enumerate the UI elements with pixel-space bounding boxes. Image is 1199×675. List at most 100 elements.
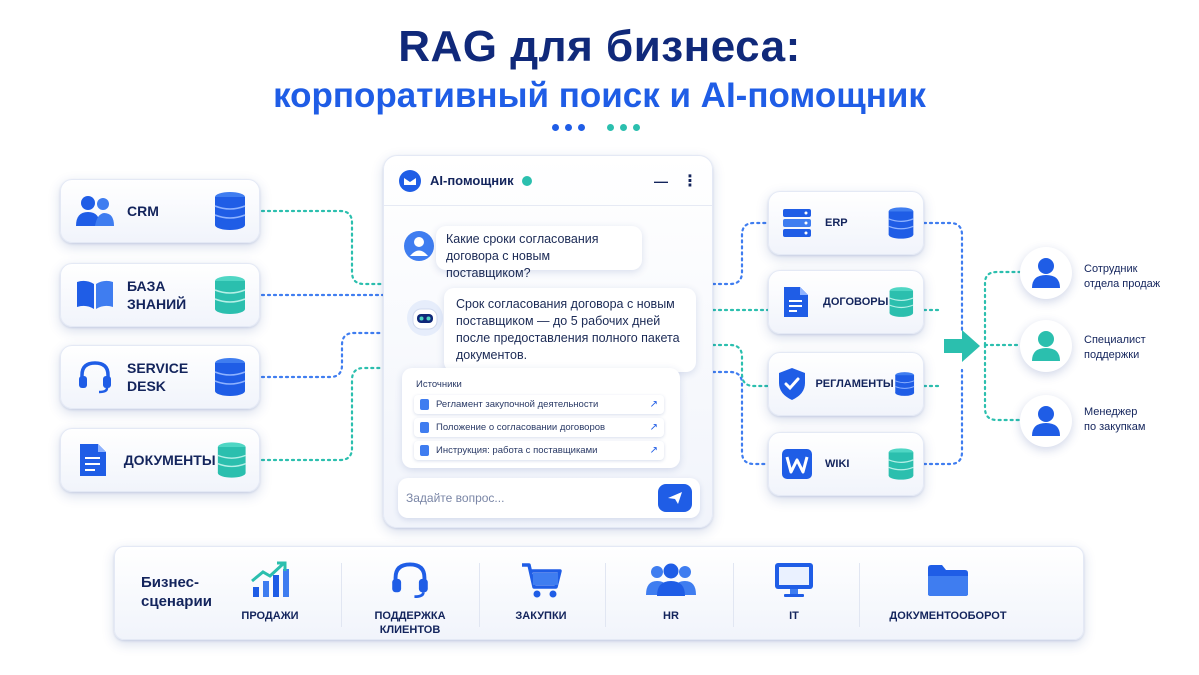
scenario-label: IT [789, 610, 799, 622]
database-icon [217, 442, 246, 478]
scenario-label: HR [663, 610, 679, 622]
wiki-icon [777, 444, 817, 484]
role-avatar-support [1020, 320, 1072, 372]
team-icon [645, 557, 697, 603]
target-label: РЕГЛАМЕНТЫ [815, 378, 894, 390]
assistant-logo-icon [399, 169, 421, 192]
database-icon [214, 358, 246, 396]
users-icon [73, 191, 117, 231]
external-link-icon[interactable]: ↗ [649, 399, 658, 410]
scenario-label: ДОКУМЕНТООБОРОТ [889, 610, 1007, 622]
ai-assistant-window: AI-помощник — ⋮ Какие сроки согласования… [383, 155, 713, 528]
headset-icon [390, 557, 430, 603]
user-avatar-icon [404, 231, 434, 261]
subtitle: корпоративный поиск и AI-помощник [273, 76, 926, 115]
user-question-bubble: Какие сроки согласования договора с новы… [436, 226, 642, 280]
online-status-dot [521, 175, 532, 186]
document-icon [73, 440, 114, 480]
target-card-regulations[interactable]: РЕГЛАМЕНТЫ [768, 352, 924, 416]
role-label: Менеджер по закупкам [1084, 406, 1146, 433]
scenario-hr[interactable]: HR [623, 557, 719, 637]
document-icon [420, 399, 429, 410]
server-icon [777, 203, 817, 243]
database-icon [889, 287, 914, 317]
source-link-row[interactable]: Инструкция: работа с поставщиками ↗ [414, 441, 664, 460]
role-avatar-sales [1020, 247, 1072, 299]
role-avatar-procurement [1020, 395, 1072, 447]
database-icon [888, 448, 914, 480]
document-icon [420, 422, 429, 433]
target-label: ДОГОВОРЫ [823, 296, 889, 308]
monitor-icon [773, 557, 815, 603]
source-link-row[interactable]: Регламент закупочной деятельности ↗ [414, 395, 664, 414]
database-icon [214, 276, 246, 314]
source-card-service-desk[interactable]: SERVICE DESK [60, 345, 260, 409]
external-link-icon[interactable]: ↗ [649, 445, 658, 456]
scenario-label: ПОДДЕРЖКА КЛИЕНТОВ [374, 610, 446, 636]
source-link-text: Инструкция: работа с поставщиками [436, 445, 598, 456]
source-link-text: Регламент закупочной деятельности [436, 399, 599, 410]
headset-icon [73, 357, 117, 397]
send-button[interactable] [658, 484, 692, 512]
divider [859, 563, 860, 627]
document-icon [420, 445, 429, 456]
answer-text: Срок согласования договора с новым поста… [456, 297, 680, 362]
source-label: CRM [127, 203, 159, 219]
chat-header: AI-помощник — ⋮ [384, 156, 712, 206]
robot-avatar-icon [407, 300, 443, 336]
external-link-icon[interactable]: ↗ [649, 422, 658, 433]
person-icon [1032, 406, 1060, 436]
target-label: WIKI [825, 458, 850, 470]
chart-growth-icon [249, 557, 291, 603]
scenario-label: ЗАКУПКИ [515, 610, 567, 622]
assistant-answer-bubble: Срок согласования договора с новым поста… [444, 288, 696, 372]
source-card-knowledge-base[interactable]: БАЗА ЗНАНИЙ [60, 263, 260, 327]
scenario-it[interactable]: IT [749, 557, 839, 637]
scenario-label: ПРОДАЖИ [241, 610, 299, 622]
scenario-document-flow[interactable]: ДОКУМЕНТООБОРОТ [873, 557, 1023, 637]
source-card-crm[interactable]: CRM [60, 179, 260, 243]
question-input[interactable] [406, 486, 636, 510]
target-card-erp[interactable]: ERP [768, 191, 924, 255]
source-link-text: Положение о согласовании договоров [436, 422, 606, 433]
book-icon [73, 275, 117, 315]
database-icon [214, 192, 246, 230]
database-icon [888, 207, 914, 239]
source-card-documents[interactable]: ДОКУМЕНТЫ [60, 428, 260, 492]
decorative-dots [552, 124, 640, 131]
business-scenarios-bar: Бизнес- сценарии ПРОДАЖИ ПОДДЕРЖКА КЛИЕН… [114, 546, 1084, 640]
scenario-procurement[interactable]: ЗАКУПКИ [493, 557, 589, 637]
target-card-contracts[interactable]: ДОГОВОРЫ [768, 270, 924, 334]
question-text: Какие сроки согласования договора с новы… [446, 232, 599, 280]
divider [479, 563, 480, 627]
divider [341, 563, 342, 627]
minimize-button[interactable]: — [654, 172, 668, 189]
person-icon [1032, 258, 1060, 288]
arrow-right-icon [944, 330, 980, 362]
source-label: ДОКУМЕНТЫ [123, 452, 216, 468]
send-icon [668, 492, 682, 504]
business-scenarios-label: Бизнес- сценарии [141, 574, 212, 610]
sources-panel: Источники Регламент закупочной деятельно… [402, 368, 680, 468]
chat-title: AI-помощник [430, 173, 514, 188]
role-label: Сотрудник отдела продаж [1084, 263, 1161, 290]
target-label: ERP [825, 217, 848, 229]
scenario-customer-support[interactable]: ПОДДЕРЖКА КЛИЕНТОВ [355, 557, 465, 637]
contract-icon [777, 282, 815, 322]
sources-title: Источники [416, 379, 462, 390]
folder-icon [926, 557, 970, 603]
divider [733, 563, 734, 627]
question-input-box [398, 478, 700, 518]
scenario-sales[interactable]: ПРОДАЖИ [227, 557, 313, 637]
cart-icon [520, 557, 562, 603]
source-label: SERVICE DESK [127, 360, 189, 394]
target-card-wiki[interactable]: WIKI [768, 432, 924, 496]
source-link-row[interactable]: Положение о согласовании договоров ↗ [414, 418, 664, 437]
database-icon [894, 372, 914, 396]
role-label: Специалист поддержки [1084, 334, 1146, 361]
main-title: RAG для бизнеса: [398, 22, 801, 71]
person-icon [1032, 331, 1060, 361]
shield-check-icon [777, 364, 807, 404]
menu-button[interactable]: ⋮ [682, 172, 698, 190]
